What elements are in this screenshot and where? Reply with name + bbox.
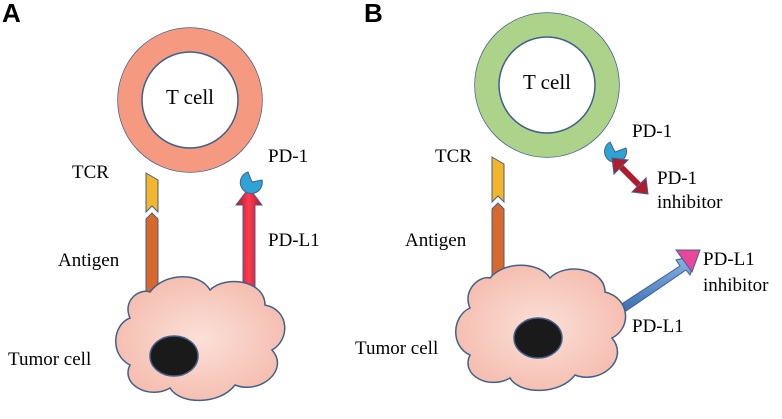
tumor-cell-label: Tumor cell xyxy=(8,349,91,370)
t-cell-core xyxy=(141,51,239,149)
pd-1-inhibitor-head-bottom xyxy=(630,176,649,195)
t-cell-label: T cell xyxy=(523,70,571,94)
antigen xyxy=(491,202,505,283)
pd-1-receptor xyxy=(604,141,628,163)
tumor-cell-body xyxy=(115,276,286,402)
panel-a-letter: A xyxy=(2,0,21,28)
pd-l1-inhibitor-label-2: inhibitor xyxy=(703,275,769,296)
pd-1-inhibitor-head-top xyxy=(611,157,630,176)
tcr-receptor xyxy=(145,172,159,214)
pd-1-receptor xyxy=(239,171,263,194)
tcr-label: TCR xyxy=(72,162,109,183)
tcr-label: TCR xyxy=(435,146,472,167)
pd-l1-inhibitor-label-1: PD-L1 xyxy=(703,249,755,270)
tcr-receptor xyxy=(491,156,505,204)
pd-1-label: PD-1 xyxy=(632,121,672,142)
pd-l1-label: PD-L1 xyxy=(268,230,320,251)
t-cell-label: T cell xyxy=(166,85,214,109)
pd-1-inhibitor xyxy=(611,157,649,195)
tumor-nucleus xyxy=(513,317,563,359)
antigen-label: Antigen xyxy=(58,250,120,271)
pd-l1-inhibitor xyxy=(619,249,701,312)
pd-1-inhibitor-label-1: PD-1 xyxy=(657,168,697,189)
antigen xyxy=(145,212,159,299)
pd-1-label: PD-1 xyxy=(268,146,308,167)
panel-b: B T cell TCR Antigen PD-1 PD-1 inhibitor xyxy=(355,0,769,392)
pd-l1-arrow xyxy=(234,187,264,295)
t-cell-core xyxy=(498,36,596,134)
pd-1-inhibitor-shaft xyxy=(615,161,645,191)
panel-a: A T cell TCR Antigen PD-L1 PD-1 Tumor ce… xyxy=(2,0,320,402)
pd-l1-inhibitor-head xyxy=(675,249,701,274)
t-cell-ring xyxy=(475,13,619,157)
tumor-nucleus xyxy=(149,335,199,377)
panel-b-letter: B xyxy=(364,0,383,28)
tumor-cell-a xyxy=(115,276,286,402)
tumor-cell-label: Tumor cell xyxy=(355,338,438,359)
t-cell-ring xyxy=(118,28,262,172)
t-cell-a: T cell xyxy=(117,27,263,173)
t-cell-b: T cell xyxy=(474,12,620,158)
pd-l1-label: PD-L1 xyxy=(632,316,684,337)
tumor-cell-b xyxy=(455,264,627,392)
antigen-label: Antigen xyxy=(405,230,467,251)
pd-1-inhibitor-label-2: inhibitor xyxy=(657,192,723,213)
